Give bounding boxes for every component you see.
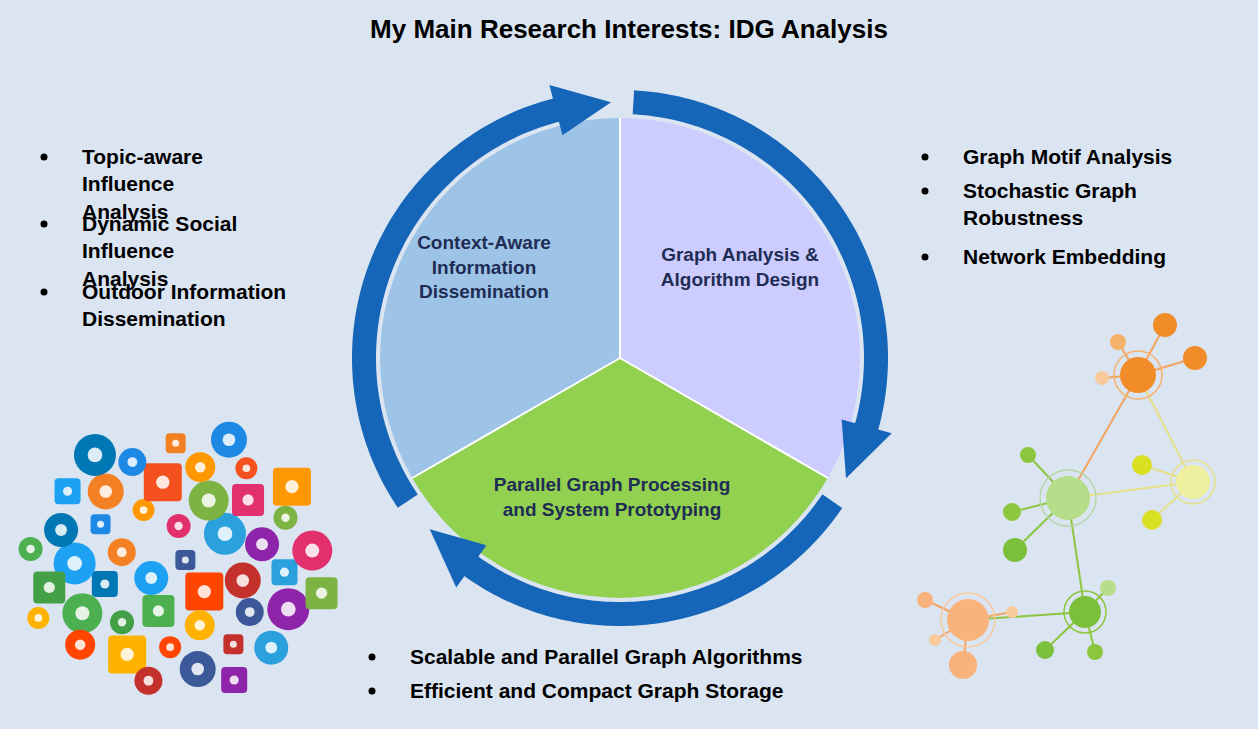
- social-icon: [221, 667, 247, 693]
- bullet-dot: [369, 654, 376, 661]
- social-icon: [110, 610, 134, 634]
- social-icon: [108, 635, 146, 673]
- social-icon: [65, 630, 95, 660]
- bullet-item: Network Embedding: [963, 243, 1243, 270]
- social-icon: [223, 634, 243, 654]
- bullet-dot: [922, 254, 929, 261]
- social-icon: [62, 593, 102, 633]
- social-icon: [273, 468, 311, 506]
- sector-title: Parallel Graph Processing and System Pro…: [482, 473, 742, 522]
- pie-sectors: [380, 118, 860, 598]
- bullet-dot: [41, 154, 48, 161]
- social-icon: [175, 550, 195, 570]
- social-icon: [189, 481, 229, 521]
- network-illustration: [917, 313, 1215, 679]
- sector-node: Graph Analysis & Algorithm Design: [655, 243, 825, 292]
- social-icon: [134, 667, 162, 695]
- social-icon: [144, 463, 182, 501]
- sector-title: Context-Aware Information Dissemination: [389, 231, 579, 305]
- social-icon: [306, 577, 338, 609]
- social-icon: [134, 561, 168, 595]
- social-icon: [88, 473, 124, 509]
- social-icon: [33, 571, 65, 603]
- social-icon: [180, 651, 216, 687]
- bullet-marks: [41, 154, 929, 695]
- social-icon: [232, 484, 264, 516]
- social-icon: [271, 559, 297, 585]
- social-icon: [236, 598, 264, 626]
- bullet-dot: [41, 289, 48, 296]
- cycle-arrow: [364, 85, 611, 501]
- social-icon: [55, 478, 81, 504]
- diagram-title: My Main Research Interests: IDG Analysis: [0, 14, 1258, 45]
- social-icon: [167, 514, 191, 538]
- social-icon: [108, 538, 136, 566]
- social-icon: [185, 610, 215, 640]
- social-icon: [292, 531, 332, 571]
- social-icon: [142, 595, 174, 627]
- bullet-dot: [41, 221, 48, 228]
- bullet-dot: [922, 154, 929, 161]
- bullet-item: Dynamic Social Influence Analysis: [82, 210, 262, 292]
- social-icon: [274, 506, 298, 530]
- bullet-item: Efficient and Compact Graph Storage: [410, 677, 890, 704]
- social-icon: [211, 422, 247, 458]
- sector-title: Graph Analysis & Algorithm Design: [655, 243, 825, 292]
- social-icon: [254, 631, 288, 665]
- bullet-item: Outdoor Information Dissemination: [82, 278, 347, 333]
- cycle-arrow: [633, 102, 891, 478]
- social-icon: [159, 636, 181, 658]
- social-icon: [118, 448, 146, 476]
- social-icon: [225, 562, 261, 598]
- social-icon: [235, 457, 257, 479]
- social-icon: [91, 514, 111, 534]
- social-icon: [245, 527, 279, 561]
- social-icon: [267, 588, 309, 630]
- bullet-item: Graph Motif Analysis: [963, 143, 1243, 170]
- bullet-item: Stochastic Graph Robustness: [963, 177, 1153, 232]
- sector-node: Context-Aware Information Dissemination: [389, 231, 579, 305]
- bullet-dot: [922, 188, 929, 195]
- social-icon: [44, 513, 78, 547]
- social-icon: [166, 433, 186, 453]
- social-icon: [92, 571, 118, 597]
- social-icon: [74, 434, 116, 476]
- social-icon: [133, 499, 155, 521]
- bullet-item: Scalable and Parallel Graph Algorithms: [410, 643, 890, 670]
- social-media-icons: [19, 422, 338, 695]
- sector-node: Parallel Graph Processing and System Pro…: [482, 473, 742, 522]
- bullet-dot: [369, 688, 376, 695]
- social-icon: [185, 573, 223, 611]
- social-icon: [185, 452, 215, 482]
- social-icon: [19, 537, 43, 561]
- social-icon: [27, 607, 49, 629]
